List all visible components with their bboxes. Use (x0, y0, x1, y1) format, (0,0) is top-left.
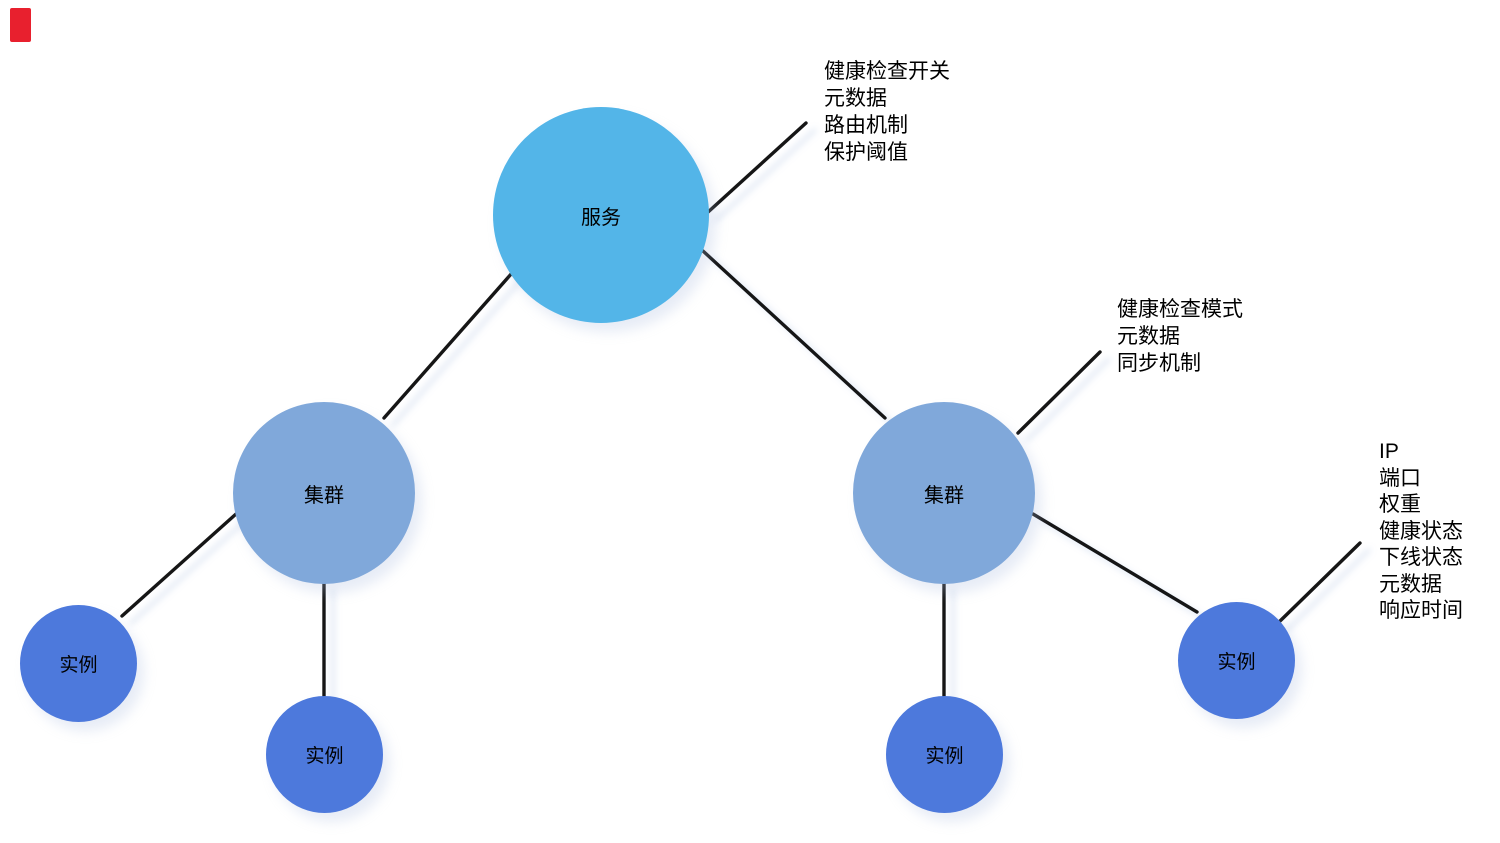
red-marker (10, 8, 31, 42)
instance-node-2-label: 实例 (305, 746, 344, 767)
instance-node-1: 实例 (20, 605, 137, 722)
instance-node-4: 实例 (1178, 602, 1295, 719)
annotation-line: 同步机制 (1117, 352, 1201, 375)
service-node-label: 服务 (581, 206, 621, 229)
instance-node-3: 实例 (886, 696, 1003, 813)
annotation-line: IP (1379, 440, 1399, 463)
instance-node-2: 实例 (266, 696, 383, 813)
annotation-line: 下线状态 (1379, 546, 1463, 569)
service-annotation: 健康检查开关 元数据 路由机制 保护阈值 (824, 58, 950, 166)
edge-cluster-right-annotation (1016, 350, 1102, 435)
annotation-line: 保护阈值 (824, 141, 908, 164)
service-node: 服务 (493, 107, 709, 323)
edge-service-cluster-right (701, 249, 887, 420)
instance-node-1-label: 实例 (59, 655, 98, 676)
annotation-line: 健康状态 (1379, 519, 1463, 543)
instance-node-3-label: 实例 (925, 746, 964, 767)
annotation-line: 端口 (1379, 466, 1421, 490)
cluster-left-node-label: 集群 (304, 484, 344, 507)
instance-node-4-label: 实例 (1217, 652, 1256, 673)
edge-cluster-right-instance-4 (1031, 512, 1199, 614)
cluster-right-node-label: 集群 (924, 484, 964, 507)
edge-service-cluster-left (382, 271, 514, 420)
annotation-line: 权重 (1379, 493, 1421, 516)
edge-service-annotation (705, 121, 808, 215)
cluster-left-node: 集群 (233, 402, 415, 584)
edge-instance-4-annotation (1276, 541, 1362, 625)
annotation-line: 响应时间 (1379, 599, 1463, 622)
annotation-line: 元数据 (1117, 325, 1180, 348)
annotation-line: 元数据 (1379, 572, 1442, 596)
cluster-right-node: 集群 (853, 402, 1035, 584)
annotation-line: 路由机制 (824, 114, 908, 137)
edge-cluster-left-instance-1 (120, 512, 238, 618)
annotation-line: 健康检查开关 (824, 60, 950, 83)
annotation-line: 元数据 (824, 87, 887, 110)
instance-annotation: IP 端口 权重 健康状态 下线状态 元数据 响应时间 (1379, 439, 1463, 625)
annotation-line: 健康检查模式 (1117, 298, 1243, 321)
cluster-annotation: 健康检查模式 元数据 同步机制 (1117, 296, 1243, 377)
